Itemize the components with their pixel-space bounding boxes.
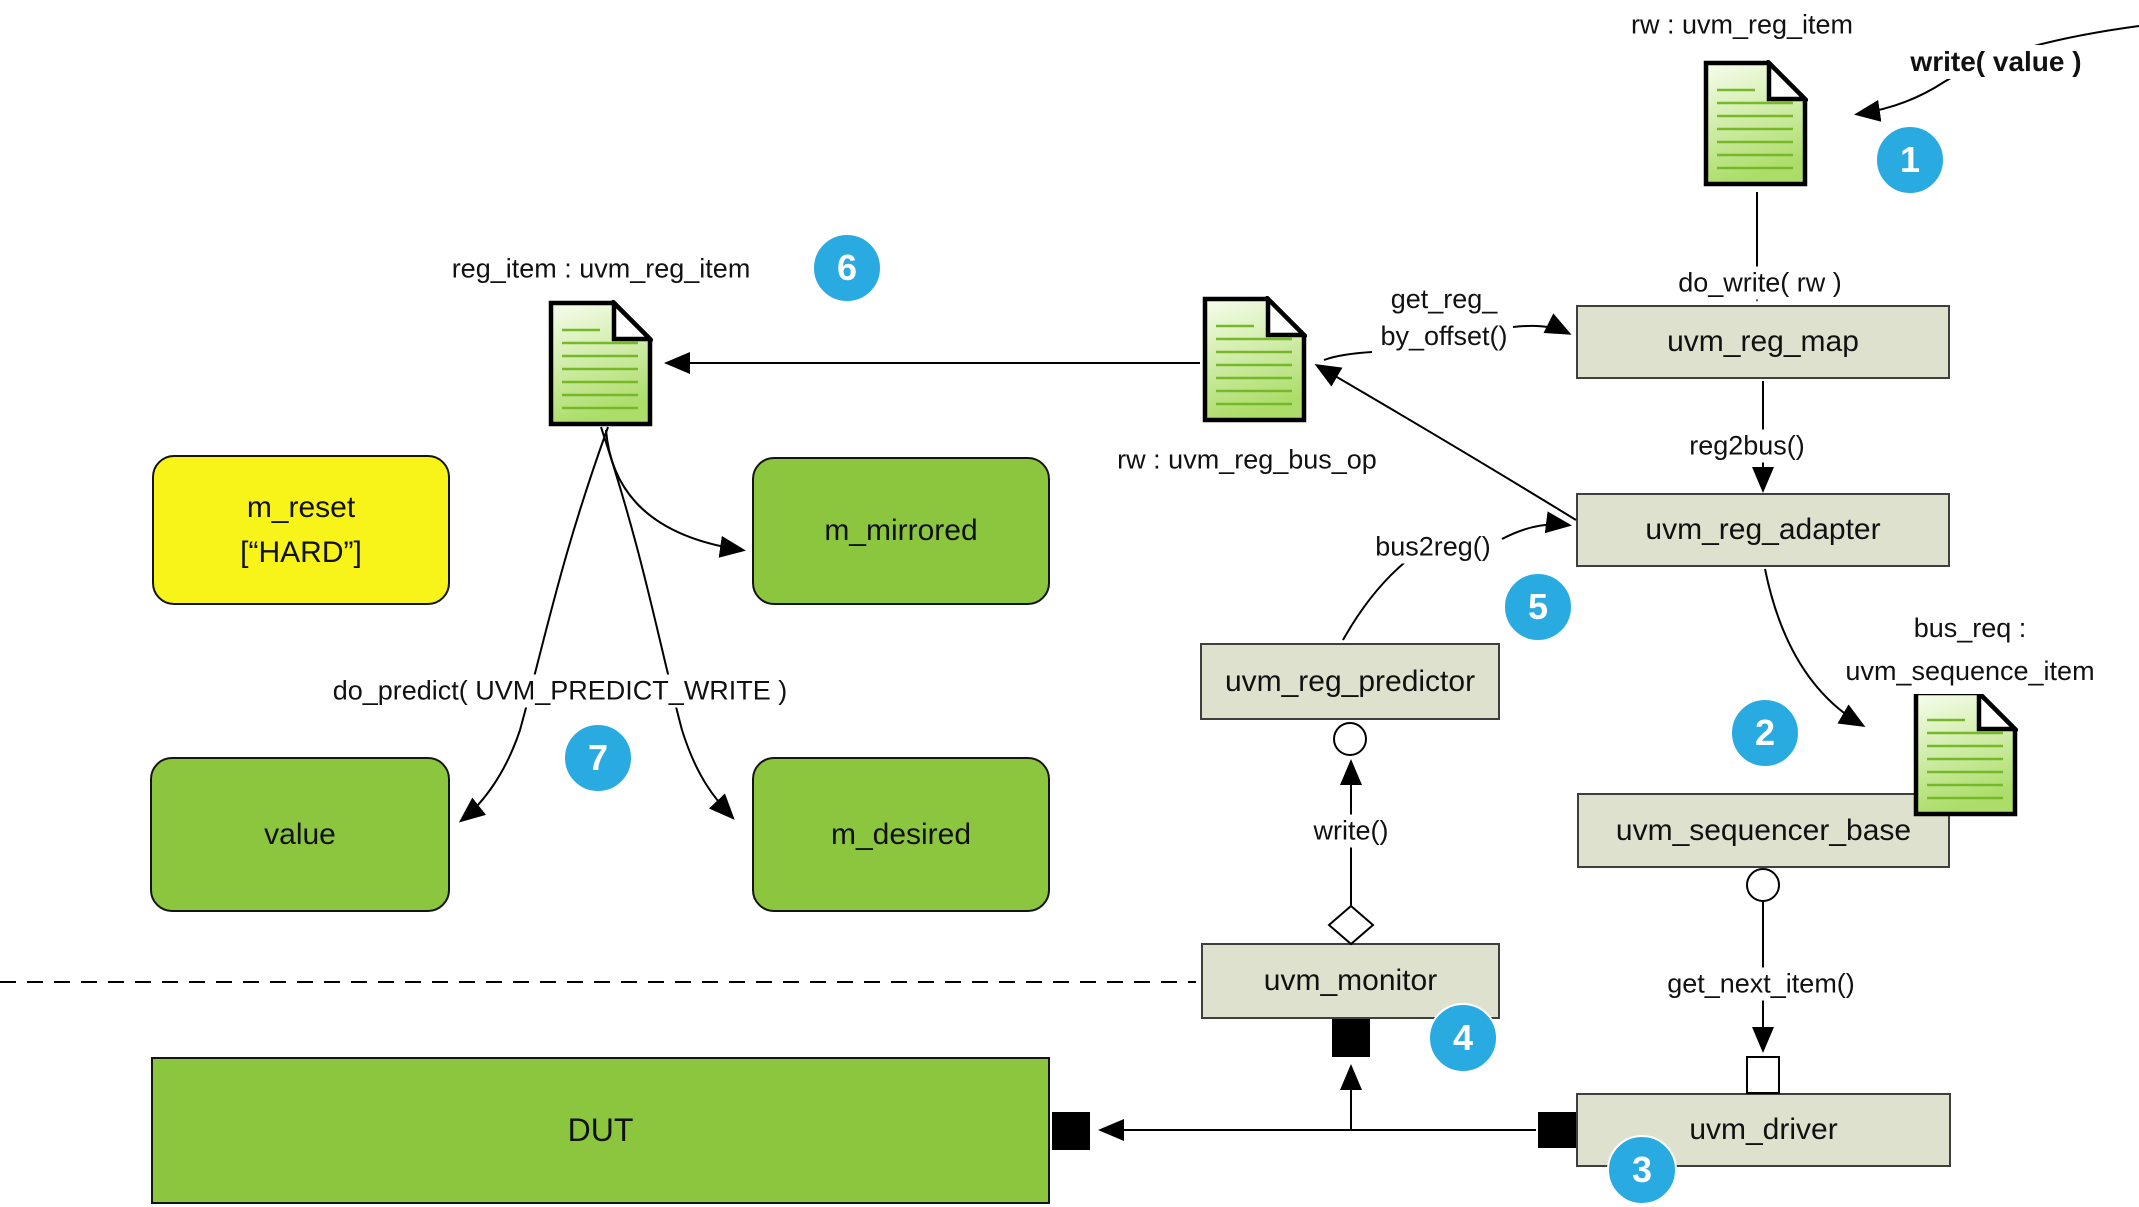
- step-badge-6: 6: [812, 233, 882, 303]
- uvm-reg-predictor-box: uvm_reg_predictor: [1200, 643, 1500, 720]
- do-predict-label: do_predict( UVM_PREDICT_WRITE ): [327, 674, 793, 708]
- arrow-doc-to-m-mirrored: [605, 429, 746, 558]
- bus-req-label: bus_req : uvm_sequence_item: [1840, 606, 2100, 694]
- step-badge-1: 1: [1875, 125, 1945, 195]
- rw-reg-item-label: rw : uvm_reg_item: [1625, 8, 1859, 42]
- aggregation-diamond: [1327, 904, 1375, 946]
- monitor-analysis-port: [1332, 1019, 1370, 1057]
- do-write-label: do_write( rw ): [1673, 266, 1847, 300]
- dut-bus-port: [1052, 1112, 1090, 1150]
- rw-reg-item-doc-icon: [1703, 60, 1808, 187]
- driver-seq-item-port: [1746, 1056, 1780, 1094]
- step-badge-4: 4: [1428, 1003, 1498, 1073]
- write-value-label: write( value ): [1905, 45, 2087, 79]
- m-reset-box: m_reset [“HARD”]: [152, 455, 450, 605]
- leader-bus2reg: [1342, 562, 1405, 641]
- dut-box: DUT: [151, 1057, 1050, 1204]
- bus2reg-label: bus2reg(): [1370, 530, 1496, 564]
- predictor-port-socket: [1333, 722, 1367, 756]
- get-reg-line2: by_offset(): [1380, 321, 1508, 351]
- bus-req-doc-icon: [1913, 690, 2018, 817]
- uvm-sequencer-base-box: uvm_sequencer_base: [1577, 793, 1950, 868]
- m-mirrored-box: m_mirrored: [752, 457, 1050, 605]
- bus-req-line1: bus_req :: [1913, 613, 2027, 643]
- arrow-bus2reg-to-adapter: [1501, 511, 1572, 540]
- rw-bus-op-label: rw : uvm_reg_bus_op: [1112, 443, 1382, 477]
- get-reg-line1: get_reg_: [1390, 284, 1498, 314]
- value-box: value: [150, 757, 450, 912]
- get-next-item-label: get_next_item(): [1662, 967, 1860, 1001]
- step-badge-7: 7: [563, 723, 633, 793]
- leader-get-reg: [1323, 351, 1373, 361]
- bus-req-line2: uvm_sequence_item: [1845, 656, 2095, 686]
- arrow-adapter-to-bus-req: [1764, 568, 1866, 728]
- m-reset-name: m_reset: [246, 491, 356, 524]
- uvm-reg-map-box: uvm_reg_map: [1576, 305, 1950, 379]
- m-desired-box: m_desired: [752, 757, 1050, 912]
- arrow-get-reg-to-map: [1512, 313, 1572, 335]
- sequencer-port-socket: [1746, 868, 1780, 902]
- arrow-adapter-to-bus-op-doc: [1314, 363, 1577, 521]
- m-reset-kind: [“HARD”]: [240, 536, 362, 569]
- reg-item-doc-icon: [548, 300, 653, 427]
- reg-item-label: reg_item : uvm_reg_item: [446, 252, 756, 286]
- get-reg-by-offset-label: get_reg_ by_offset(): [1375, 280, 1513, 356]
- rw-bus-op-doc-icon: [1202, 296, 1307, 423]
- driver-bus-port: [1538, 1112, 1576, 1148]
- step-badge-5: 5: [1503, 572, 1573, 642]
- write-tlm-label: write(): [1308, 814, 1394, 848]
- reg2bus-label: reg2bus(): [1684, 429, 1810, 463]
- step-badge-2: 2: [1730, 698, 1800, 768]
- uvm-reg-adapter-box: uvm_reg_adapter: [1576, 493, 1950, 567]
- step-badge-3: 3: [1607, 1135, 1677, 1205]
